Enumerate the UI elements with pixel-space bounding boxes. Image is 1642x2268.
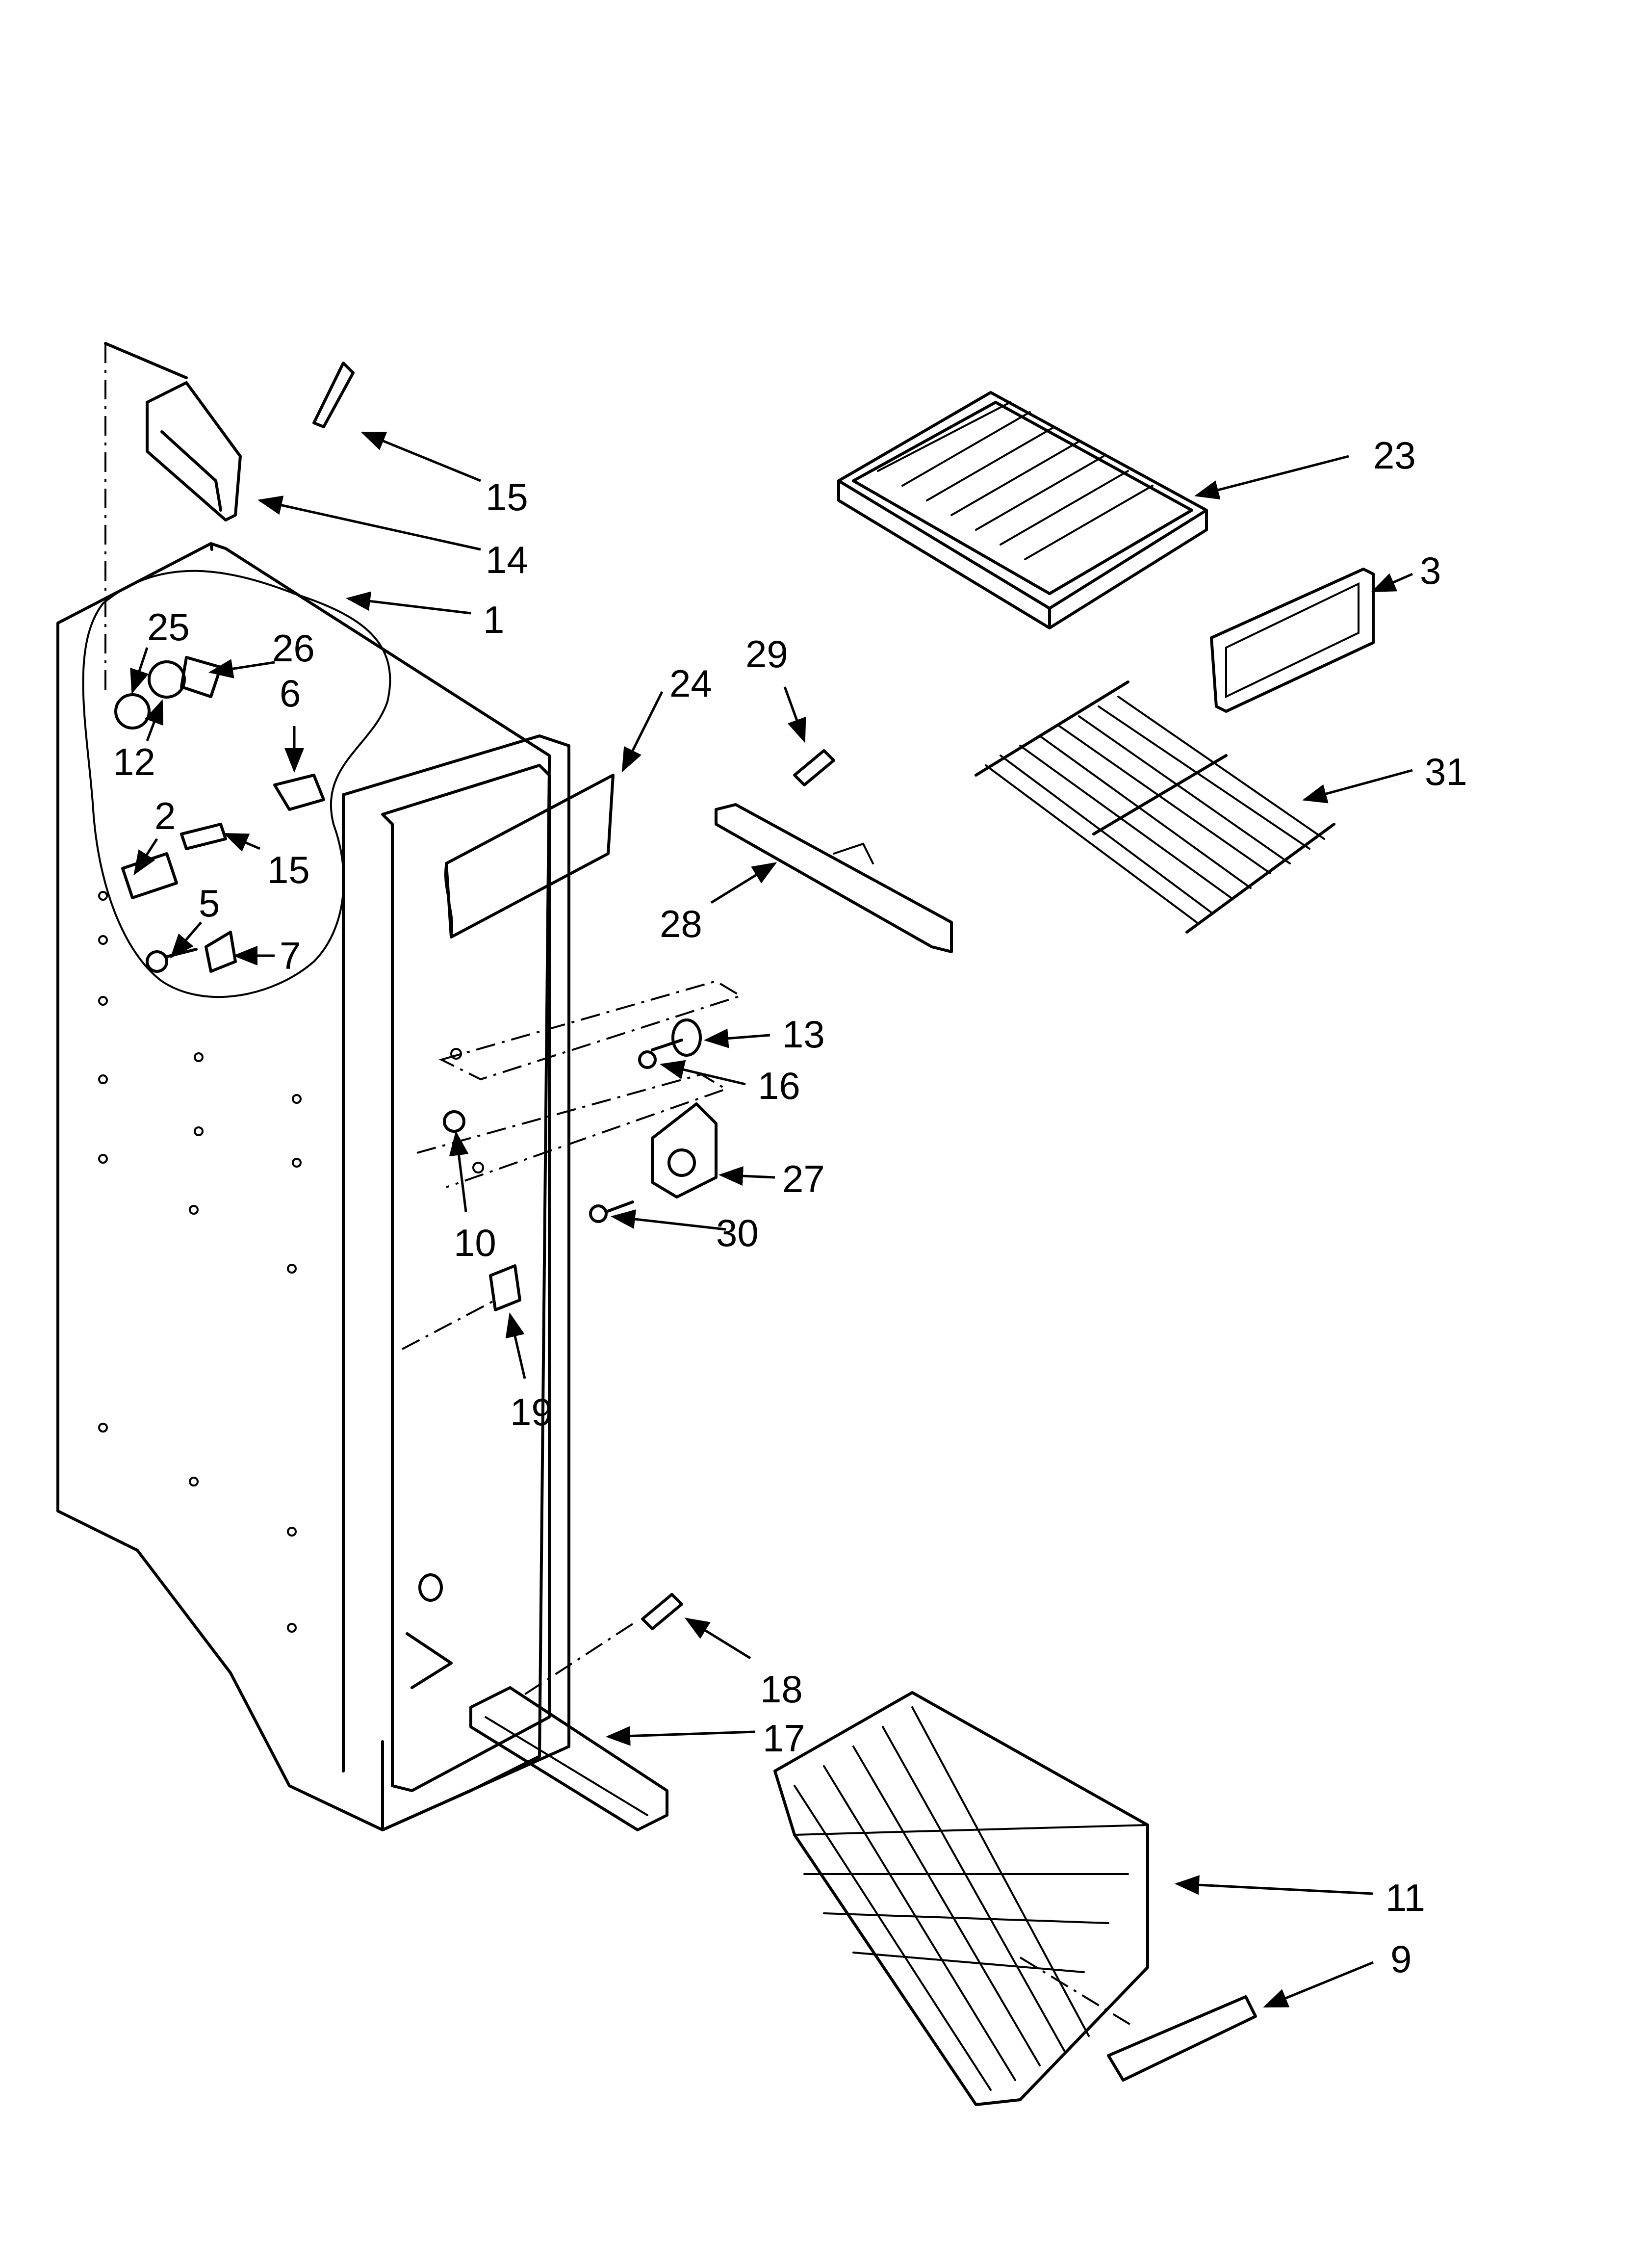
screw-5 xyxy=(146,948,198,973)
callout-18: 18 xyxy=(760,1668,803,1711)
screw-18 xyxy=(519,1593,683,1698)
callout-30: 30 xyxy=(716,1211,759,1254)
air-deflector xyxy=(444,774,615,938)
screw-30 xyxy=(589,1200,634,1223)
callout-17: 17 xyxy=(763,1717,805,1760)
screw-16 xyxy=(638,1050,657,1069)
leader-lines xyxy=(130,431,1413,2008)
callout-15: 15 xyxy=(267,848,310,891)
control-bracket-plane xyxy=(416,980,743,1188)
callout-31: 31 xyxy=(1425,750,1467,793)
bracket-part-2 xyxy=(121,852,178,899)
callout-6: 6 xyxy=(280,672,301,715)
shelf-trim xyxy=(1210,568,1375,713)
callout-24: 24 xyxy=(669,662,712,705)
freezer-liner xyxy=(56,342,570,1831)
drain-cover xyxy=(469,1686,668,1831)
shelf-rail xyxy=(715,803,953,953)
wire-shelf xyxy=(975,680,1335,934)
callout-16: 16 xyxy=(758,1064,800,1107)
screw-29 xyxy=(793,749,835,786)
hinge-bracket xyxy=(146,381,242,521)
screw-15b xyxy=(180,823,227,850)
callout-10: 10 xyxy=(454,1221,496,1264)
light-socket-assembly xyxy=(114,656,222,730)
switch-19 xyxy=(402,1264,521,1350)
wire-basket xyxy=(773,1691,1149,2106)
callout-25: 25 xyxy=(147,605,190,649)
callout-1: 1 xyxy=(483,598,504,641)
glass-shelf xyxy=(837,391,1208,629)
callout-11: 11 xyxy=(1385,1876,1425,1919)
callout-28: 28 xyxy=(660,902,702,945)
callout-19: 19 xyxy=(510,1390,553,1434)
clip-part-6 xyxy=(273,774,325,811)
callout-13: 13 xyxy=(782,1013,825,1056)
bumper-13 xyxy=(651,1018,702,1057)
callout-7: 7 xyxy=(280,934,301,977)
roller-27 xyxy=(651,1102,718,1199)
callout-9: 9 xyxy=(1390,1937,1411,1981)
callout-14: 14 xyxy=(486,538,528,581)
plug-10 xyxy=(443,1110,465,1133)
callout-26: 26 xyxy=(272,626,315,670)
liner-holes xyxy=(98,891,302,1633)
clip-part-7 xyxy=(205,931,237,973)
callout-29: 29 xyxy=(745,632,788,676)
screw-top xyxy=(312,362,355,428)
callout-labels: 15 14 1 25 26 6 12 2 15 5 7 24 29 28 23 … xyxy=(113,434,1467,1981)
callout-2: 2 xyxy=(154,794,176,837)
callout-27: 27 xyxy=(782,1157,825,1200)
callout-12: 12 xyxy=(113,740,155,783)
callout-23: 23 xyxy=(1373,434,1416,477)
callout-3: 3 xyxy=(1420,549,1441,592)
basket-front-9 xyxy=(1019,1956,1257,2082)
callout-5: 5 xyxy=(199,882,220,925)
callout-15: 15 xyxy=(486,475,528,519)
